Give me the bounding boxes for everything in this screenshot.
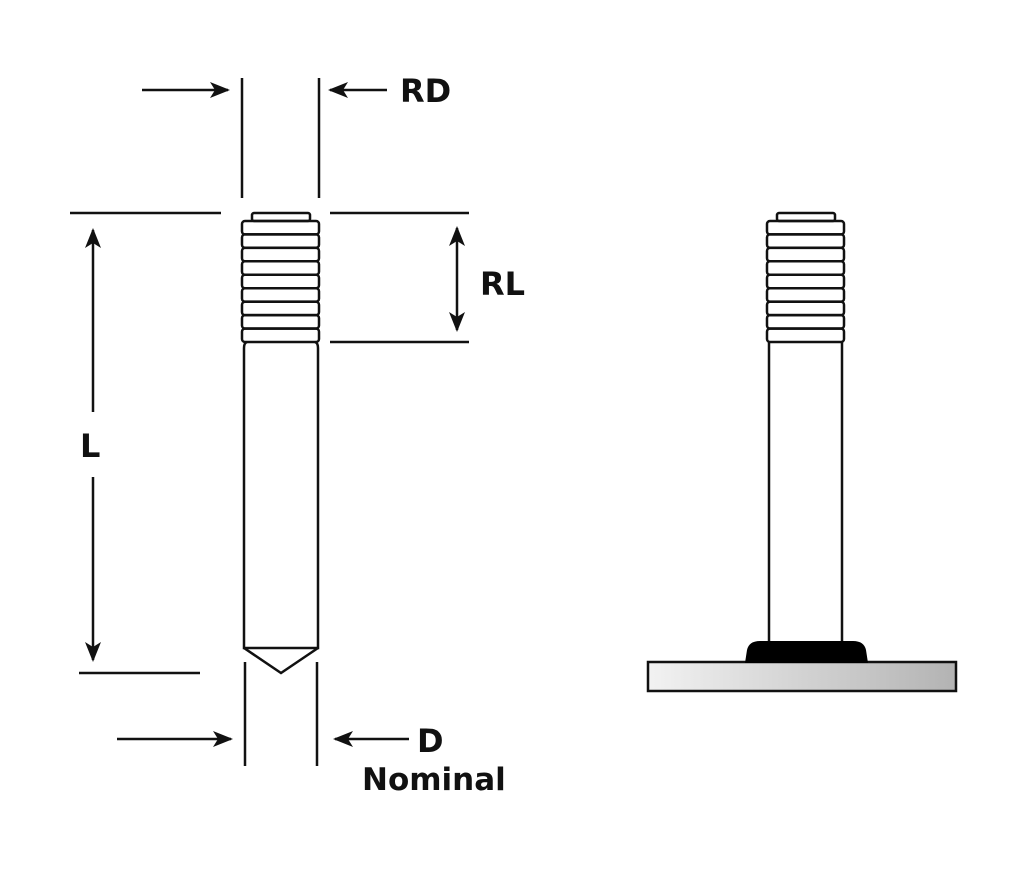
nominal-label: Nominal (362, 762, 506, 798)
thread-rib (240, 260, 321, 276)
thread-rib (765, 286, 846, 303)
thread-rib (240, 219, 321, 236)
welded-thread-ribs (765, 219, 846, 344)
thread-rib (765, 313, 846, 330)
thread-rib (765, 260, 846, 276)
rd-label: RD (400, 72, 451, 110)
thread-rib (765, 327, 846, 344)
weld-fillet (745, 641, 868, 663)
thread-rib (240, 300, 321, 317)
dimensioned-stud (70, 78, 469, 766)
thread-rib (765, 273, 846, 290)
thread-rib (765, 219, 846, 236)
thread-rib (240, 246, 321, 263)
rl-label: RL (480, 265, 525, 303)
stud-tip (243, 646, 319, 675)
thread-rib (765, 300, 846, 317)
welded-stud (765, 211, 846, 645)
thread-rib (240, 273, 321, 290)
thread-rib (240, 327, 321, 344)
thread-ribs (240, 219, 321, 344)
l-label: L (80, 427, 100, 465)
stud-shank (242, 340, 320, 650)
thread-rib (240, 233, 321, 250)
thread-rib (240, 313, 321, 330)
thread-rib (765, 246, 846, 263)
thread-rib (240, 286, 321, 303)
base-plate (646, 660, 958, 693)
thread-rib (765, 233, 846, 250)
d-label: D (417, 722, 444, 760)
